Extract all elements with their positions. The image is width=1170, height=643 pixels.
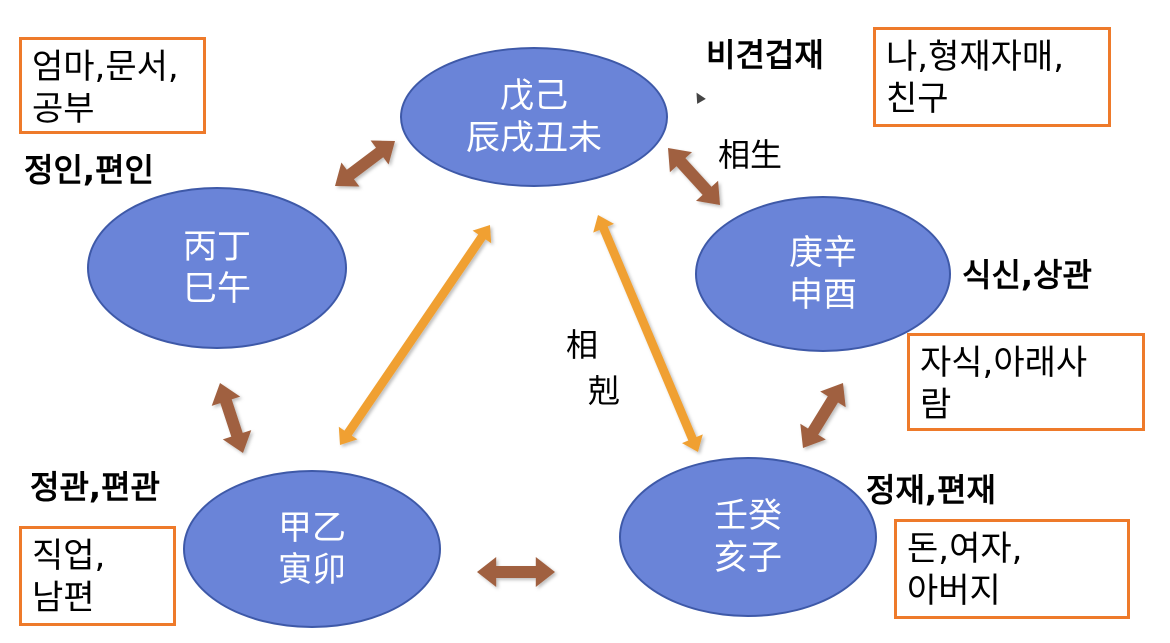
water-node-stems: 壬癸 [714,496,782,536]
wood-node-branches: 寅卯 [278,550,346,590]
metal-node-branches: 申酉 [789,275,857,315]
wood-node-stems: 甲乙 [278,508,346,548]
note-water: 돈,여자, 아버지 [894,519,1130,619]
fire-node: 丙丁 巳午 [87,187,347,349]
controlling-label-1: 相 [566,326,599,364]
controlling-label-2: 剋 [588,372,621,410]
earth-node: 戊己 辰戌丑未 [400,47,668,187]
water-node: 壬癸 亥子 [619,457,877,617]
water-wood-arrow [477,557,555,587]
ten-gods-water: 정재,편재 [866,471,996,509]
wood-earth-arrow [338,225,492,445]
ten-gods-earth: 비견겁재 [706,36,824,74]
fire-node-branches: 巳午 [183,269,251,309]
note-fire: 엄마,문서, 공부 [19,37,206,134]
note-metal: 자식,아래사 람 [907,333,1145,431]
note-wood: 직업, 남편 [19,526,176,626]
metal-water-arrow [800,383,846,448]
wood-fire-arrow [211,383,252,453]
earth-node-branches: 辰戌丑未 [466,118,602,158]
earth-water-arrow [593,215,703,452]
ten-gods-fire: 정인,편인 [24,151,154,189]
note-earth: 나,형재자매, 친구 [873,27,1111,127]
water-node-branches: 亥子 [714,538,782,578]
metal-node-stems: 庚辛 [789,233,857,273]
earth-metal-arrow [668,148,720,205]
fire-earth-arrow [335,140,395,187]
metal-node: 庚辛 申酉 [695,196,951,352]
ten-gods-wood: 정관,편관 [30,468,160,506]
generating-label: 相生 [718,136,783,174]
ten-gods-metal: 식신,상관 [962,256,1092,294]
wood-node: 甲乙 寅卯 [183,470,441,628]
earth-node-stems: 戊己 [500,76,568,116]
fire-node-stems: 丙丁 [183,227,251,267]
